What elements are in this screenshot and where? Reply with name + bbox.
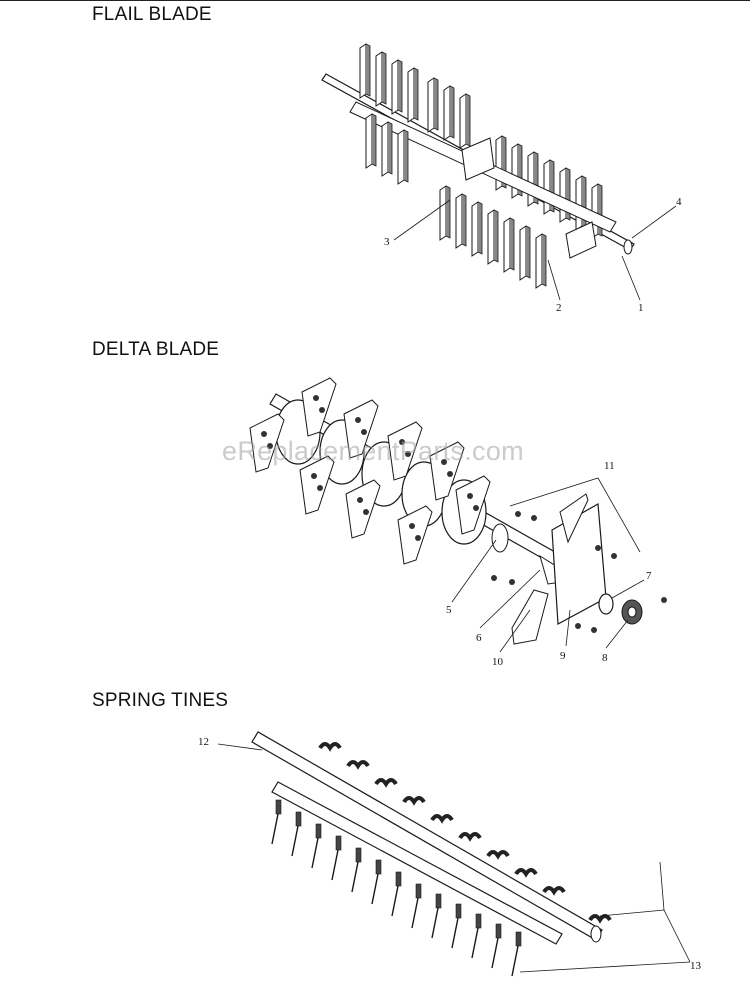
tines [271, 799, 522, 977]
spring-tines-assembly [217, 731, 691, 977]
callout-12: 12 [198, 736, 209, 748]
section-title-flail-blade: FLAIL BLADE [92, 4, 212, 25]
section-title-spring-tines: SPRING TINES [92, 690, 229, 711]
flail-blade-assembly [321, 43, 677, 301]
tine-mounting-bar [271, 781, 563, 945]
delta-blade-assembly [249, 377, 667, 653]
callout-4: 4 [676, 196, 682, 208]
delta-nut [661, 597, 667, 603]
callout-2: 2 [556, 302, 562, 314]
flail-center-plate [461, 137, 495, 181]
callout-13: 13 [690, 960, 701, 972]
callout-6: 6 [476, 632, 482, 644]
callout-10: 10 [492, 656, 503, 668]
delta-bolts [491, 511, 617, 633]
watermark: eReplacementParts.com [222, 436, 524, 466]
flail-blades-front [365, 113, 547, 289]
top-border [0, 0, 750, 1]
delta-bearing-tube [491, 523, 509, 553]
callout-11: 11 [604, 460, 615, 472]
delta-end-plate [551, 503, 607, 625]
callout-1: 1 [638, 302, 644, 314]
tine-shaft [251, 731, 603, 941]
callout-9: 9 [560, 650, 566, 662]
callout-5: 5 [446, 604, 452, 616]
callout-3: 3 [384, 236, 390, 248]
delta-washer [598, 593, 614, 615]
delta-loose-blade-lower [511, 589, 549, 645]
flail-shaft-end [623, 239, 633, 255]
callout-8: 8 [602, 652, 608, 664]
flail-end-plate [565, 221, 597, 259]
section-title-delta-blade: DELTA BLADE [92, 339, 220, 360]
delta-loose-blade-upper [559, 493, 589, 544]
callout-7: 7 [646, 570, 652, 582]
